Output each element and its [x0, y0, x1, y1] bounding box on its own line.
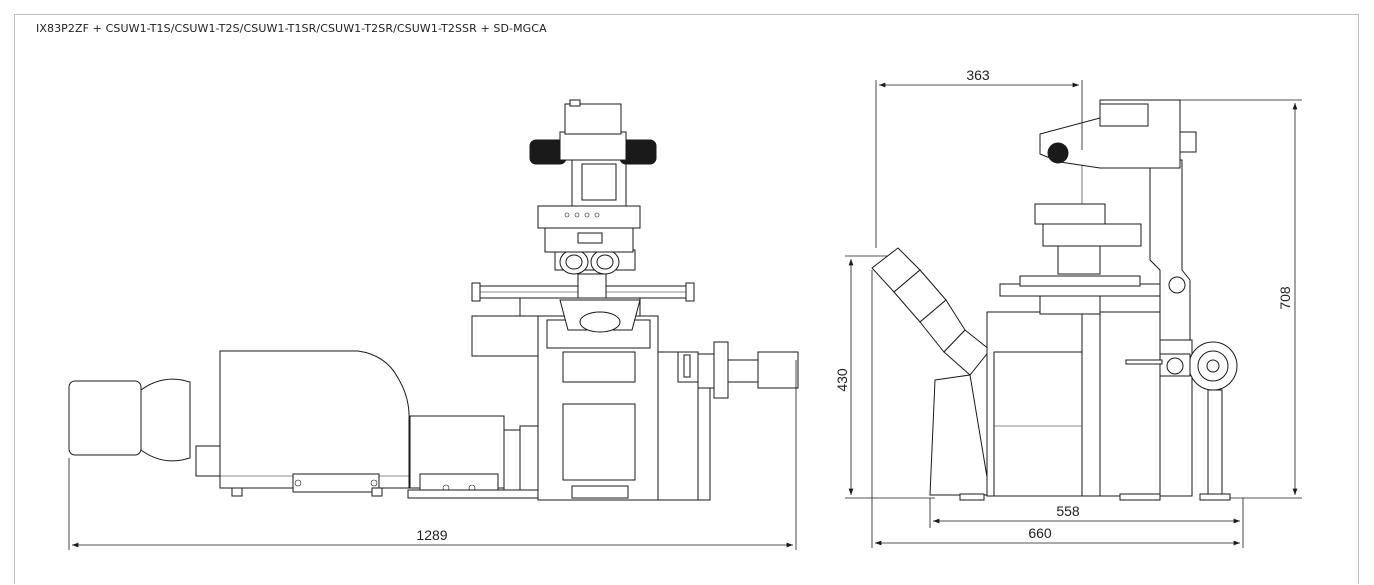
side-top-label: 363 — [966, 67, 990, 83]
side-total-depth-label: 660 — [1028, 525, 1052, 541]
front-width-label: 1289 — [416, 527, 447, 543]
side-view-microscope — [871, 99, 1238, 501]
front-width-dimension — [68, 360, 797, 550]
side-top-dimension — [875, 80, 1083, 248]
side-eyepiece-height-label: 430 — [834, 368, 850, 392]
side-height-dimension — [1150, 99, 1302, 499]
front-view-microscope — [68, 99, 799, 501]
side-base-depth-dimension — [929, 498, 1244, 548]
drawing-title: IX83P2ZF + CSUW1-T1S/CSUW1-T2S/CSUW1-T1S… — [36, 22, 547, 35]
side-total-depth-dimension — [871, 270, 1240, 548]
side-base-depth-label: 558 — [1056, 503, 1080, 519]
side-eyepiece-height-dimension — [845, 255, 935, 499]
side-height-label: 708 — [1277, 286, 1293, 310]
